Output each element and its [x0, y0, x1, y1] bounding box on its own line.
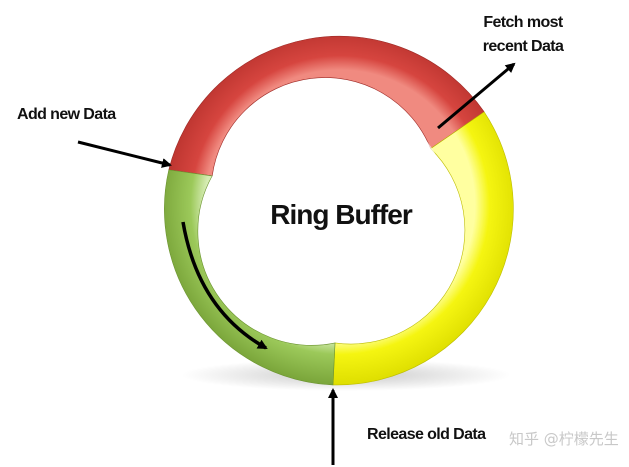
release-label: Release old Data	[367, 426, 486, 443]
yellow-segment	[332, 111, 514, 386]
add-arrow	[77, 140, 172, 168]
fetch-label-line2: recent Data	[483, 38, 564, 55]
fetch-label-line1: Fetch most	[483, 14, 564, 31]
curved-arrow	[181, 221, 268, 350]
watermark: 知乎 @柠檬先生	[509, 430, 619, 448]
ring-inner-edge	[222, 96, 450, 324]
add-label: Add new Data	[17, 106, 116, 123]
center-label: Ring Buffer	[270, 199, 413, 230]
fetch-arrow	[437, 62, 516, 130]
